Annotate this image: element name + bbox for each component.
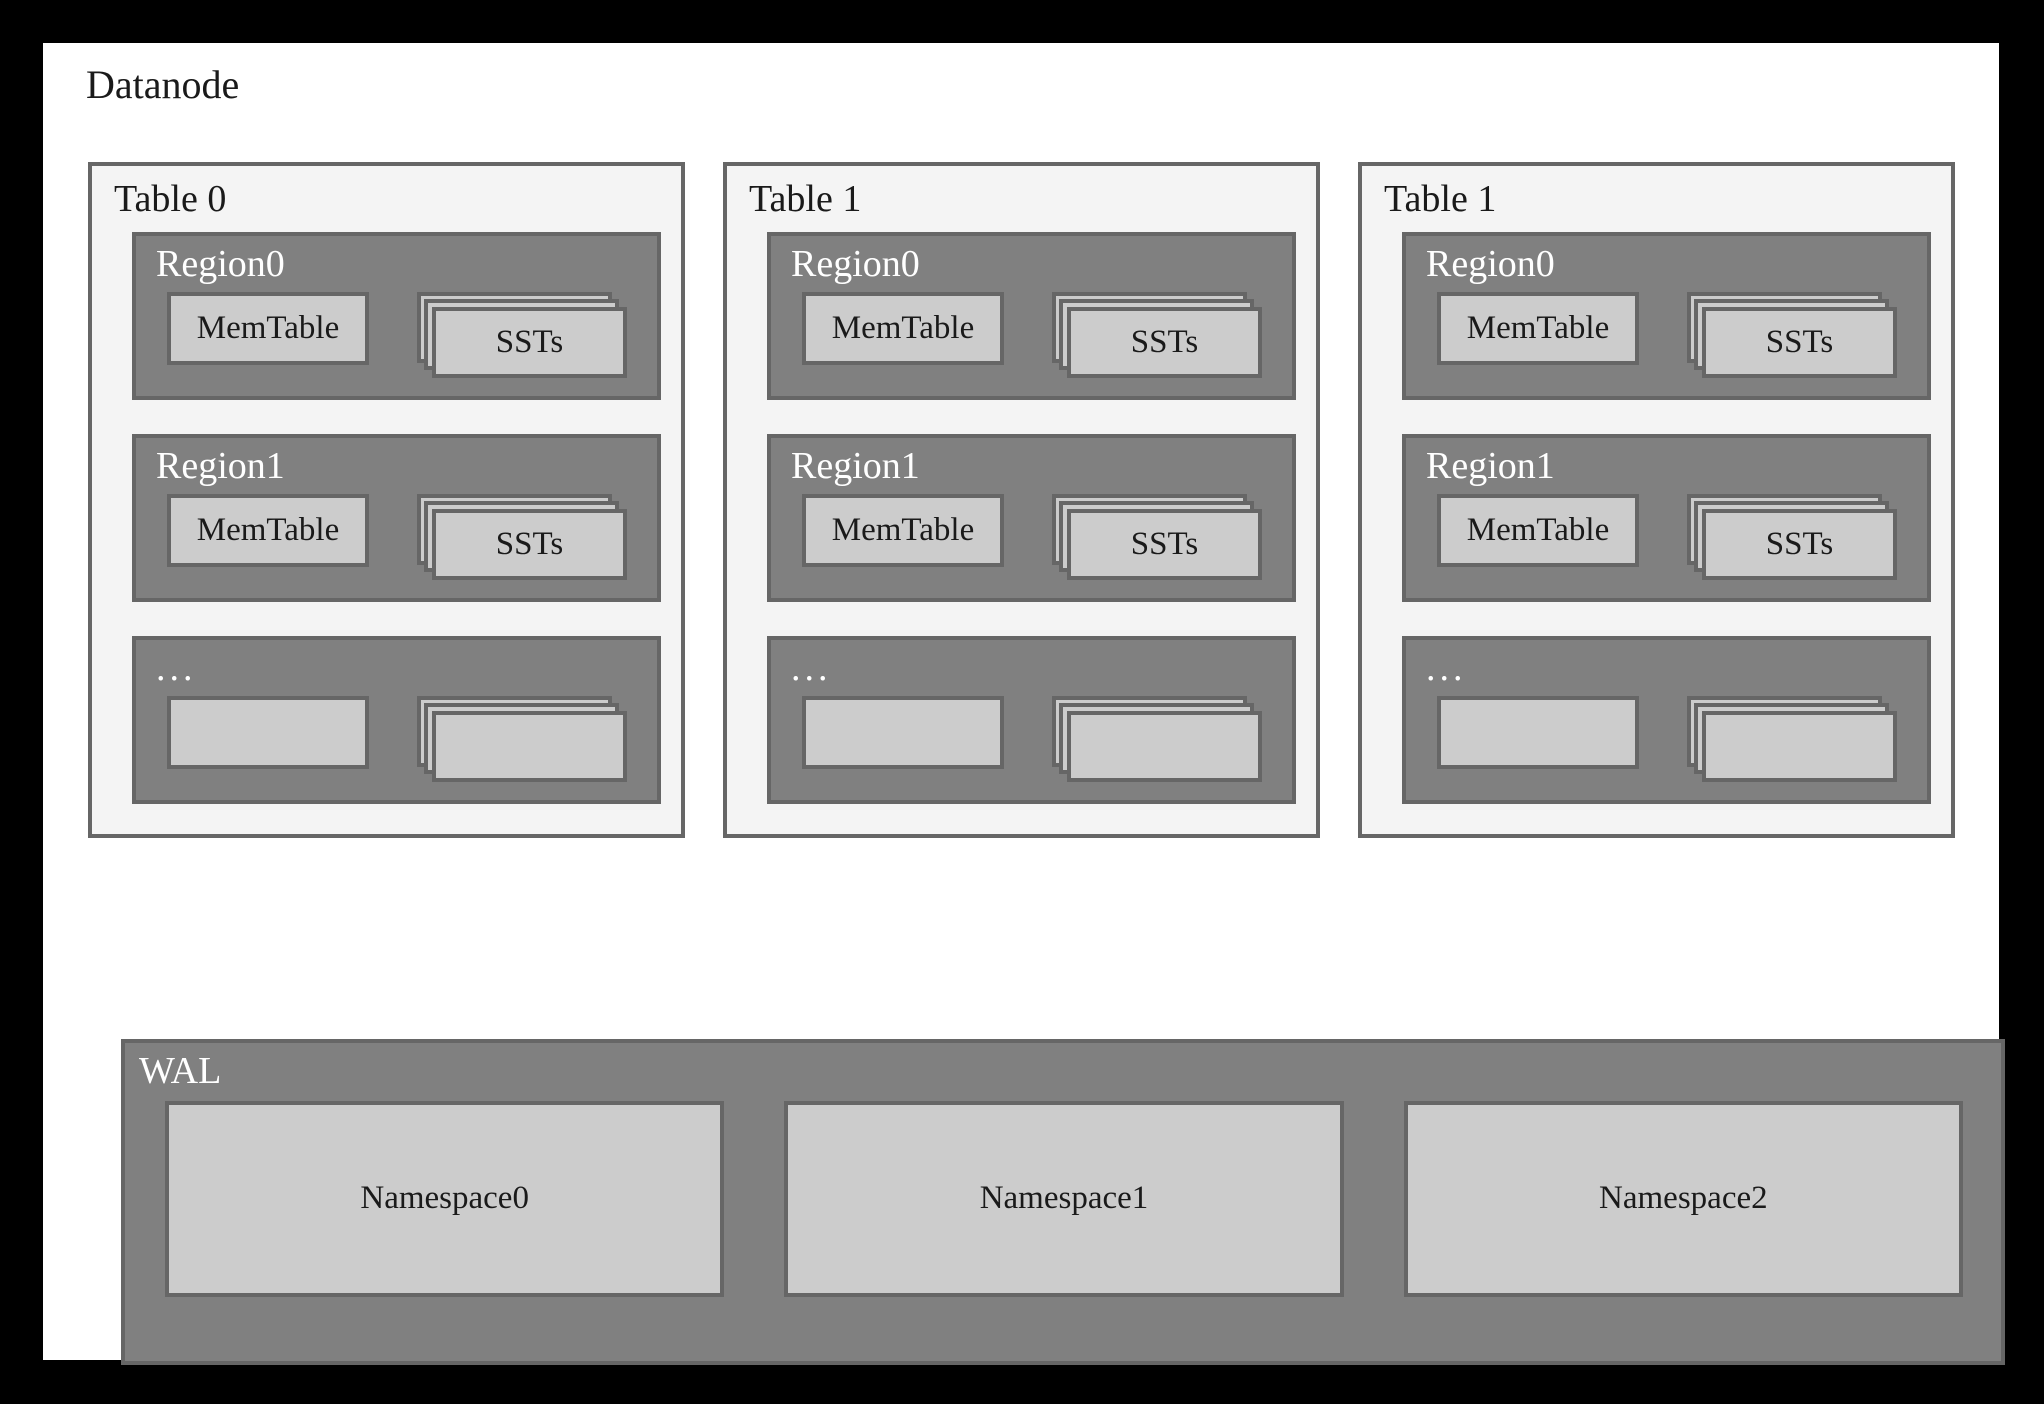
region-body: MemTable SSTs <box>789 291 1274 378</box>
sst-sheet-front: SSTs <box>1702 508 1897 580</box>
sst-stack[interactable] <box>1687 695 1897 782</box>
sst-stack[interactable]: SSTs <box>417 291 627 378</box>
memtable-box[interactable]: MemTable <box>1437 493 1639 567</box>
region-box-ellipsis[interactable]: ... <box>1402 635 1931 804</box>
sst-stack[interactable] <box>417 695 627 782</box>
region-label: Region1 <box>791 444 920 487</box>
sst-stack[interactable]: SSTs <box>1052 291 1262 378</box>
sst-stack[interactable] <box>1052 695 1262 782</box>
region-label-ellipsis: ... <box>156 646 197 689</box>
sst-sheet-front: SSTs <box>432 508 627 580</box>
namespace-box-0[interactable]: Namespace0 <box>165 1100 725 1297</box>
table-panel-0[interactable]: Table 0 Region0 MemTable SSTs Region1 Me… <box>88 162 685 838</box>
sst-sheet-front <box>1067 710 1262 782</box>
sst-sheet-front: SSTs <box>1067 306 1262 378</box>
region-body: MemTable SSTs <box>789 493 1274 580</box>
region-box[interactable]: Region0 MemTable SSTs <box>132 231 661 400</box>
memtable-box[interactable]: MemTable <box>802 493 1004 567</box>
memtable-box[interactable] <box>802 695 1004 769</box>
region-label-ellipsis: ... <box>1426 646 1467 689</box>
sst-sheet-front <box>432 710 627 782</box>
tables-row: Table 0 Region0 MemTable SSTs Region1 Me… <box>88 162 1955 838</box>
wal-box[interactable]: WAL Namespace0 Namespace1 Namespace2 <box>121 1039 2005 1365</box>
sst-stack[interactable]: SSTs <box>417 493 627 580</box>
wal-namespaces-row: Namespace0 Namespace1 Namespace2 <box>125 1100 2001 1297</box>
region-body: MemTable SSTs <box>1424 493 1909 580</box>
region-box[interactable]: Region1 MemTable SSTs <box>132 433 661 602</box>
sst-sheet-front: SSTs <box>1702 306 1897 378</box>
region-label: Region0 <box>791 242 920 285</box>
sst-sheet-front: SSTs <box>432 306 627 378</box>
table-label: Table 1 <box>1384 178 1497 220</box>
region-box-ellipsis[interactable]: ... <box>767 635 1296 804</box>
table-panel-2[interactable]: Table 1 Region0 MemTable SSTs Region1 Me… <box>1358 162 1955 838</box>
table-label: Table 1 <box>749 178 862 220</box>
region-body: MemTable SSTs <box>154 493 639 580</box>
region-box-ellipsis[interactable]: ... <box>132 635 661 804</box>
region-label: Region1 <box>1426 444 1555 487</box>
wal-label: WAL <box>139 1050 222 1092</box>
region-body <box>154 695 639 782</box>
region-body <box>1424 695 1909 782</box>
sst-stack[interactable]: SSTs <box>1052 493 1262 580</box>
namespace-box-1[interactable]: Namespace1 <box>784 1100 1344 1297</box>
namespace-box-2[interactable]: Namespace2 <box>1403 1100 1963 1297</box>
region-body: MemTable SSTs <box>1424 291 1909 378</box>
region-box[interactable]: Region1 MemTable SSTs <box>1402 433 1931 602</box>
page-title: Datanode <box>86 62 240 107</box>
sst-stack[interactable]: SSTs <box>1687 493 1897 580</box>
region-box[interactable]: Region0 MemTable SSTs <box>767 231 1296 400</box>
memtable-box[interactable] <box>167 695 369 769</box>
memtable-box[interactable]: MemTable <box>802 291 1004 365</box>
memtable-box[interactable]: MemTable <box>167 493 369 567</box>
region-box[interactable]: Region1 MemTable SSTs <box>767 433 1296 602</box>
sst-stack[interactable]: SSTs <box>1687 291 1897 378</box>
region-box[interactable]: Region0 MemTable SSTs <box>1402 231 1931 400</box>
memtable-box[interactable]: MemTable <box>167 291 369 365</box>
memtable-box[interactable]: MemTable <box>1437 291 1639 365</box>
table-panel-1[interactable]: Table 1 Region0 MemTable SSTs Region1 Me… <box>723 162 1320 838</box>
memtable-box[interactable] <box>1437 695 1639 769</box>
table-label: Table 0 <box>114 178 227 220</box>
region-body: MemTable SSTs <box>154 291 639 378</box>
sst-sheet-front: SSTs <box>1067 508 1262 580</box>
region-body <box>789 695 1274 782</box>
sst-sheet-front <box>1702 710 1897 782</box>
region-label-ellipsis: ... <box>791 646 832 689</box>
datanode-canvas: Datanode Table 0 Region0 MemTable SSTs R… <box>43 43 2005 1365</box>
region-label: Region0 <box>156 242 285 285</box>
region-label: Region1 <box>156 444 285 487</box>
region-label: Region0 <box>1426 242 1555 285</box>
